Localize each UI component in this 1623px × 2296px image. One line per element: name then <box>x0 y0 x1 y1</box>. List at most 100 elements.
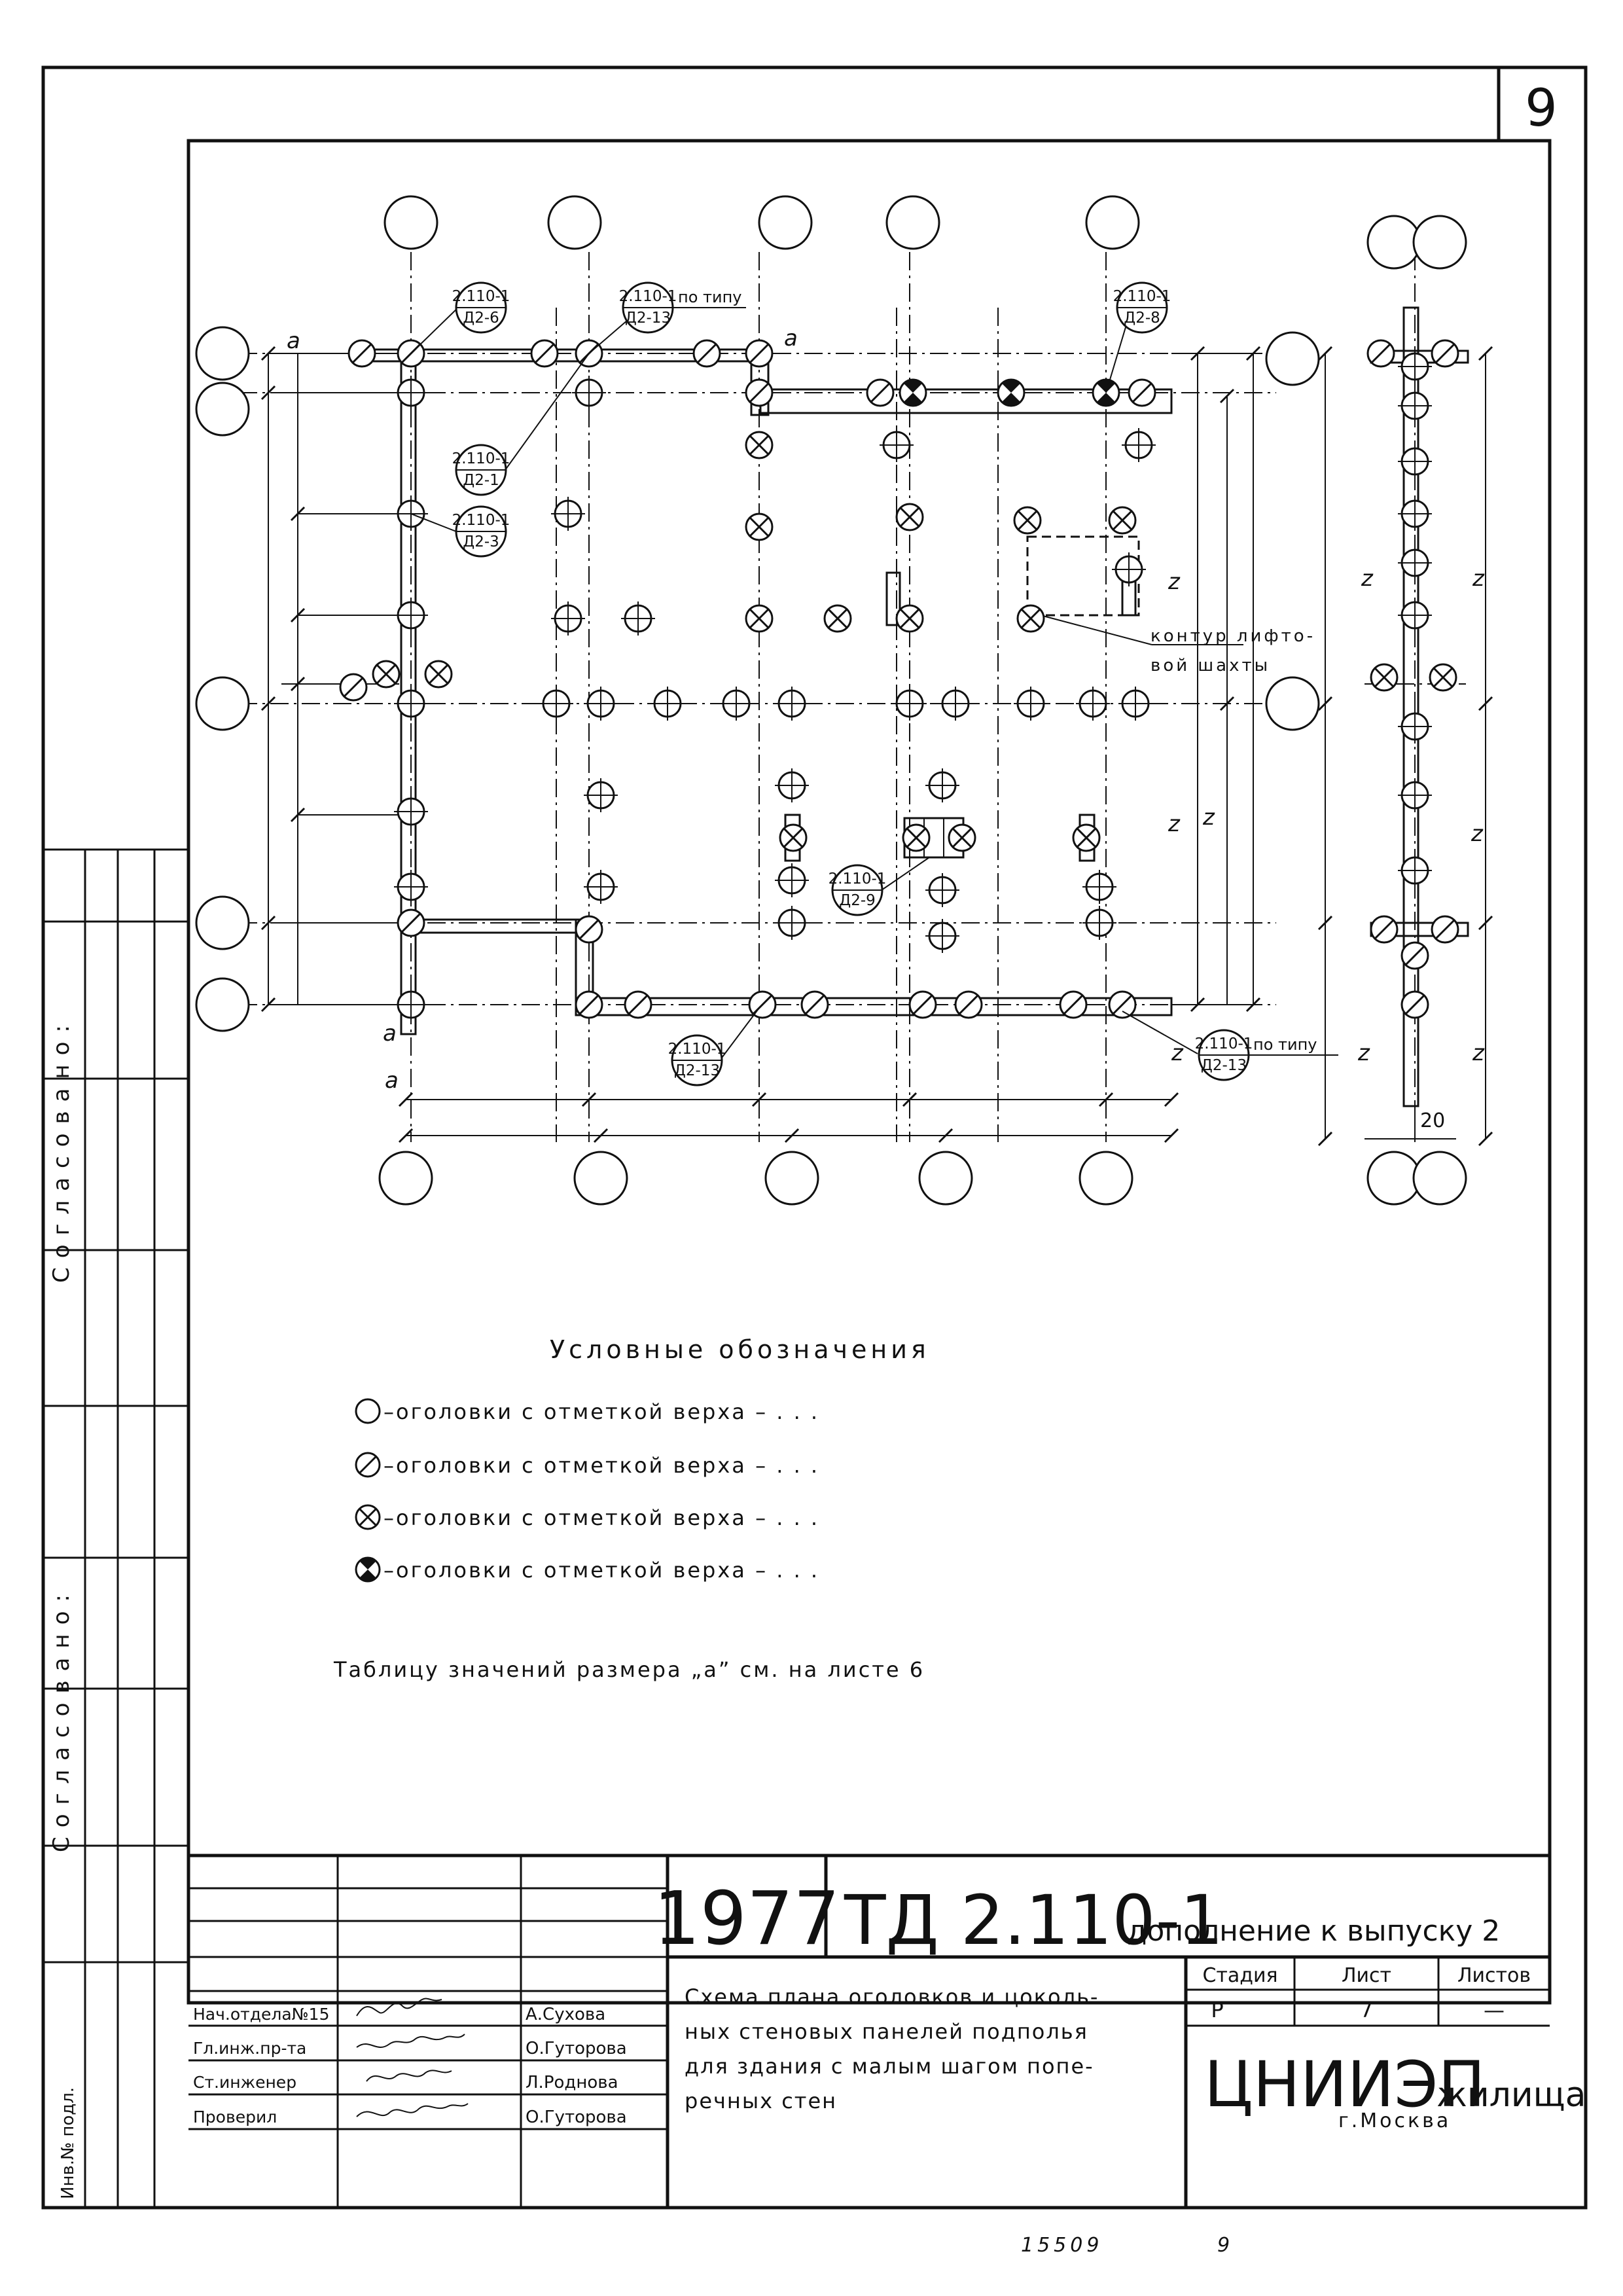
signature-role: Проверил <box>193 2108 277 2126</box>
open-pile-cap <box>621 601 655 636</box>
axis-bubble <box>885 195 940 250</box>
open-pile-cap <box>775 768 809 802</box>
slashed-pile-cap <box>745 339 774 368</box>
axis-bubble <box>378 1151 433 1206</box>
footer-page: 9 <box>1217 2234 1230 2257</box>
side-stamp: Согласовано: Согласовано: Инв.№ подл. <box>43 848 188 2208</box>
slashed-pile-cap <box>1400 941 1429 970</box>
slashed-pile-cap <box>1059 990 1088 1019</box>
open-pile-cap <box>1082 870 1116 904</box>
signature-mark <box>356 2103 469 2117</box>
open-pile-cap <box>938 687 972 721</box>
dim-z-9: z <box>1171 1040 1184 1066</box>
axis-bubble <box>1085 195 1140 250</box>
legend-item-open: –оголовки с отметкой верха – . . . <box>355 1398 817 1424</box>
axis-bubble <box>1366 1151 1421 1206</box>
title-supplement: дополнение к выпуску 2 <box>1127 1914 1500 1948</box>
sheets-value: — <box>1484 1998 1505 2022</box>
center-plates <box>784 814 1096 862</box>
open-pile-cap <box>394 598 428 632</box>
lift-note-line-2: вой шахты <box>1150 656 1270 675</box>
signature-name: Л.Роднова <box>526 2073 618 2092</box>
stage-value: Р <box>1211 1998 1223 2022</box>
crossed-pile-cap <box>745 604 774 633</box>
axis-bubble <box>1079 1151 1133 1206</box>
open-pile-cap <box>925 768 959 802</box>
dim-a-bottom: a <box>385 1067 399 1094</box>
dim-z-4: z <box>1361 565 1374 592</box>
signature-mark <box>356 1998 442 2017</box>
callout-d2-6: 2.110-1 Д2-6 <box>410 281 510 354</box>
axis-bubble <box>1265 676 1320 731</box>
signature-name: А.Сухова <box>526 2005 605 2024</box>
leader-callouts: 2.110-1 Д2-6 2.110-1 Д2-13 по типу 2.110… <box>410 281 1338 1086</box>
open-pile-cap <box>1398 497 1432 531</box>
footer-number: 15509 <box>1021 2234 1103 2257</box>
lift-wall-left <box>885 571 901 626</box>
agreed-label-2: Согласовано: <box>48 1585 75 1852</box>
open-pile-cap <box>651 687 685 721</box>
slashed-pile-cap <box>624 990 652 1019</box>
lift-note-line-1: контур лифто- <box>1150 626 1315 646</box>
callout-d2-13-bottom: 2.110-1 Д2-13 <box>668 1007 760 1086</box>
axis-bubble <box>1412 1151 1467 1206</box>
open-pile-cap <box>1398 853 1432 888</box>
sheet-header: Лист <box>1342 1964 1391 1987</box>
signature-role: Ст.инженер <box>193 2073 296 2092</box>
dimension-tags: a a a a z z z z z z z z z 20 <box>287 325 1485 1132</box>
signature-role: Нач.отдела№15 <box>193 2005 329 2024</box>
open-pile-cap <box>719 687 753 721</box>
crossed-pile-cap <box>1072 823 1101 852</box>
dim-z-3: z <box>1202 804 1215 831</box>
legend-item-text: –оголовки с отметкой верха – . . . <box>383 1453 819 1478</box>
legend-note: Таблицу значений размера „a” см. на лист… <box>333 1657 925 1682</box>
signature-mark <box>356 2034 465 2048</box>
legend-item-filled: –оголовки с отметкой верха – . . . <box>355 1556 819 1583</box>
legend-item-slashed: –оголовки с отметкой верха – . . . <box>355 1452 819 1478</box>
legend-item-crossed: –оголовки с отметкой верха – . . . <box>355 1504 817 1530</box>
dimension-lines <box>268 353 1486 1139</box>
slashed-pile-cap <box>1366 339 1395 368</box>
signature-mark <box>366 2070 452 2082</box>
axis-bubble <box>1412 215 1467 270</box>
open-pile-cap <box>539 687 573 721</box>
title-description-line-1: Схема плана оголовков и цоколь- <box>685 1984 1099 2009</box>
filled-pile-cap <box>899 378 927 407</box>
axis-bubble <box>764 1151 819 1206</box>
open-pile-cap <box>394 795 428 829</box>
title-description-line-2: ных стеновых панелей подполья <box>685 2019 1088 2044</box>
slashed-pile-cap <box>575 915 603 944</box>
axis-bubbles <box>195 195 1467 1206</box>
callout-d2-1-top: 2.110-1 <box>452 450 510 467</box>
callout-d2-8-bottom: Д2-8 <box>1124 310 1160 327</box>
sheet-number: 9 <box>1525 79 1558 138</box>
slashed-pile-cap <box>1370 915 1399 944</box>
crossed-pile-cap <box>1108 506 1137 535</box>
open-pile-cap <box>394 870 428 904</box>
crossed-pile-cap <box>1370 663 1399 692</box>
slashed-pile-cap <box>748 990 777 1019</box>
axis-bubble <box>1366 215 1421 270</box>
slashed-pile-cap <box>1108 990 1137 1019</box>
foundation-plan: контур лифто- вой шахты 2.110-1 Д2-6 <box>195 195 1493 1206</box>
slashed-pile-cap <box>1431 339 1459 368</box>
legend-item-text: –оголовки с отметкой верха – . . . <box>383 1558 819 1583</box>
crossed-pile-cap <box>823 604 852 633</box>
axis-bubble <box>1265 331 1320 386</box>
open-pile-cap <box>1398 444 1432 478</box>
open-pile-cap <box>1082 906 1116 940</box>
axis-bubble <box>195 382 250 437</box>
callout-d2-3-top: 2.110-1 <box>452 512 510 529</box>
open-pile-cap <box>1398 389 1432 423</box>
title-year: 1977 <box>653 1876 840 1962</box>
open-pile-cap <box>1112 552 1146 586</box>
slashed-pile-cap <box>1128 378 1156 407</box>
callout-d2-13-top-suffix: по типу <box>678 288 741 306</box>
open-pile-cap <box>551 497 585 531</box>
dim-z-6: z <box>1471 821 1484 847</box>
slashed-pile-cap <box>1431 915 1459 944</box>
axis-bubble <box>547 195 602 250</box>
dim-z-5: z <box>1472 565 1485 592</box>
sheet-frame: 9 <box>41 65 1588 2210</box>
